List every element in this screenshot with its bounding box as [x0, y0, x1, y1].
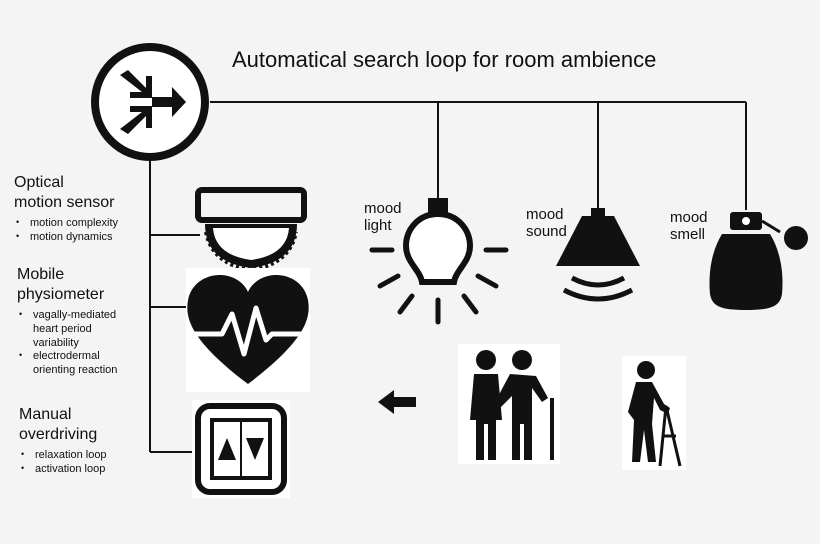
- mood-sound-label: mood sound: [526, 206, 567, 240]
- bullet-text-line: vagally-mediated: [33, 309, 117, 321]
- bullet-text-line: electrodermal: [33, 350, 100, 363]
- light-bulb-icon: [369, 198, 509, 325]
- input-group-physiometer: Mobile physiometer vagally-mediated hear…: [17, 265, 117, 378]
- bullet-text-line: heart period: [33, 322, 92, 335]
- label-line: mood: [526, 206, 564, 223]
- label-line: light: [364, 217, 392, 234]
- input-group-motion-sensor: Optical motion sensor motion complexity …: [14, 173, 118, 245]
- bullet-text-line: variability: [33, 336, 79, 349]
- label-line: sound: [526, 223, 567, 240]
- bullet-text-line: orienting reaction: [33, 364, 118, 376]
- bullet-item: motion dynamics: [14, 231, 118, 245]
- bullet-text-line: relaxation loop: [35, 449, 107, 461]
- label-line: mood: [364, 200, 402, 217]
- group-title-line: overdriving: [19, 426, 98, 443]
- speaker-icon: [556, 208, 640, 302]
- bullet-item: relaxation loop: [19, 449, 107, 463]
- label-line: mood: [670, 209, 708, 226]
- group-title-line: Manual: [19, 406, 72, 423]
- left-arrow-icon: [378, 390, 416, 414]
- heart-rate-icon: [187, 275, 309, 384]
- elderly-people-icon: [470, 350, 554, 460]
- perfume-bottle-icon: [709, 212, 808, 310]
- bullet-list: motion complexity motion dynamics: [14, 217, 118, 245]
- bullet-list: relaxation loop activation loop: [19, 449, 107, 477]
- bullet-item: electrodermal orienting reaction: [17, 350, 117, 378]
- group-title-line: Mobile: [17, 266, 65, 283]
- elderly-walker-icon: [628, 361, 682, 467]
- bullet-text-line: activation loop: [35, 462, 106, 475]
- up-down-buttons-icon: [195, 403, 287, 495]
- label-line: smell: [670, 226, 706, 243]
- bullet-item: motion complexity: [14, 217, 118, 231]
- bullet-item: vagally-mediated heart period variabilit…: [17, 309, 117, 350]
- group-title-line: Optical: [14, 174, 64, 191]
- mood-smell-label: mood smell: [670, 209, 708, 243]
- bullet-item: activation loop: [19, 463, 107, 477]
- connector-lines: [149, 101, 747, 453]
- diagram-title: Automatical search loop for room ambienc…: [232, 47, 657, 72]
- bullet-text-line: motion dynamics: [30, 230, 113, 243]
- motion-sensor-icon: [195, 187, 307, 273]
- group-title-line: motion sensor: [14, 194, 115, 211]
- bullet-list: vagally-mediated heart period variabilit…: [17, 309, 117, 378]
- group-title-line: physiometer: [17, 286, 105, 303]
- merge-arrows-icon: [91, 43, 209, 161]
- bullet-text-line: motion complexity: [30, 217, 119, 229]
- input-group-manual: Manual overdriving relaxation loop activ…: [19, 405, 107, 477]
- mood-light-label: mood light: [364, 200, 402, 234]
